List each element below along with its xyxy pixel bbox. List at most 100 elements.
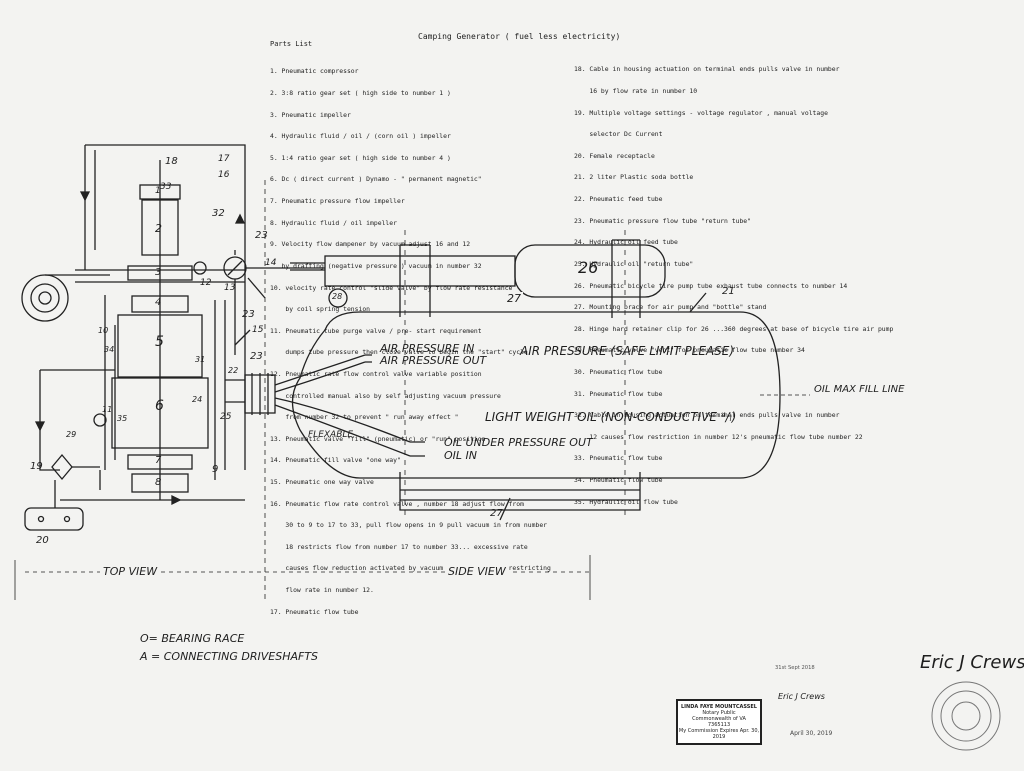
list-item: 2. 3:8 ratio gear set ( high side to num…	[270, 89, 451, 98]
part-number-16: 16	[218, 170, 230, 180]
label-flexable: FLEXABLE	[308, 430, 354, 440]
list-item: flow rate in number 12.	[270, 586, 374, 595]
label-side-view: SIDE VIEW	[445, 565, 509, 578]
label-air-pressure-out: AIR PRESSURE OUT	[380, 354, 487, 367]
part-number-2: 2	[155, 222, 162, 235]
part-number-23b: 23	[242, 309, 255, 320]
part-number-17: 17	[218, 154, 230, 164]
part-number-21: 21	[722, 286, 735, 297]
list-item: 12. Pneumatic rate flow control valve va…	[270, 369, 482, 378]
list-item: 6. Dc ( direct current ) Dynamo - " perm…	[270, 175, 482, 184]
part-number-32: 32	[212, 208, 225, 219]
list-item: 20. Female receptacle	[574, 151, 655, 160]
label-light-oil: LIGHT WEIGHT OIL (NON-CONDUCTIVE ⁴/ₗ)	[485, 410, 737, 424]
label-max-fill: OIL MAX FILL LINE	[814, 384, 905, 395]
list-item: 23. Pneumatic pressure flow tube "return…	[574, 216, 751, 225]
notary-signer: Eric J Crews	[778, 692, 825, 701]
list-item: by drafting (negative pressure ) vacuum …	[270, 261, 482, 270]
part-number-29: 29	[66, 430, 77, 439]
part-number-34: 34	[104, 345, 115, 354]
legend-connecting-driveshafts: A = CONNECTING DRIVESHAFTS	[140, 650, 319, 663]
list-item: 29. Pneumatic valve "vent" for pneumatic…	[574, 346, 805, 355]
list-item: 3. Pneumatic impeller	[270, 110, 351, 119]
list-item: 16 by flow rate in number 10	[574, 87, 698, 96]
parts-list-title: Parts List	[270, 40, 313, 48]
label-air-pressure-in: AIR PRESSURE IN	[380, 342, 475, 355]
list-item: 13. Pneumatic valve "fill" (pneumatic) o…	[270, 434, 486, 443]
part-number-22: 22	[228, 366, 239, 375]
notary-title: Notary Public	[702, 710, 736, 716]
list-item: 21. 2 liter Plastic soda bottle	[574, 173, 694, 182]
notary-name: LINDA FAYE MOUNTCASSEL	[680, 704, 757, 710]
list-item: 17. Pneumatic flow tube	[270, 607, 359, 616]
list-item: 18 restricts flow from number 17 to numb…	[270, 542, 528, 551]
part-number-31: 31	[195, 355, 206, 364]
notary-state: Commonwealth of VA	[692, 716, 746, 722]
part-number-24: 24	[192, 395, 203, 404]
list-item: 35. Hydraulic oil flow tube	[574, 497, 678, 506]
list-item: 8. Hydraulic fluid / oil impeller	[270, 218, 397, 227]
corporate-seal	[931, 681, 1001, 751]
label-top-view: TOP VIEW	[100, 565, 161, 578]
list-item: 30. Pneumatic flow tube	[574, 367, 663, 376]
part-number-1: 1	[155, 186, 161, 196]
list-item: by coil spring tension	[270, 305, 371, 314]
list-item: 5. 1:4 ratio gear set ( high side to num…	[270, 153, 451, 162]
notary-date-day: 31st	[775, 665, 787, 671]
list-item: 33. Pneumatic flow tube	[574, 454, 663, 463]
part-number-35: 35	[117, 414, 128, 423]
list-item: 14. Pneumatic fill valve "one way"	[270, 456, 401, 465]
part-number-8: 8	[155, 477, 162, 488]
part-number-25: 25	[220, 412, 232, 422]
list-item: 1. Pneumatic compressor	[270, 67, 359, 76]
list-item: 19. Multiple voltage settings - voltage …	[574, 108, 828, 117]
part-number-23c: 23	[250, 351, 263, 362]
list-item: 25. Hydraulic oil "return tube"	[574, 259, 694, 268]
notary-date-year: 2018	[801, 665, 815, 671]
part-number-33: 33	[160, 182, 172, 192]
part-number-5: 5	[155, 334, 164, 350]
list-item: dumps tube pressure then close valve to …	[270, 348, 528, 357]
list-item: 7. Pneumatic pressure flow impeller	[270, 197, 405, 206]
list-item: 31. Pneumatic flow tube	[574, 389, 663, 398]
list-item: 24. Hydraulic oil feed tube	[574, 238, 678, 247]
parts-list-left: 1. Pneumatic compressor 2. 3:8 ratio gea…	[270, 54, 570, 623]
label-oil-under-pressure: OIL UNDER PRESSURE OUT	[444, 436, 593, 449]
list-item: 11. Pneumatic tube purge valve / pre- st…	[270, 326, 482, 335]
list-item: causes flow reduction activated by vacuu…	[270, 564, 551, 573]
list-item: 30 to 9 to 17 to 33, pull flow opens in …	[270, 521, 548, 530]
part-number-4: 4	[155, 297, 162, 308]
list-item: 4. Hydraulic fluid / oil / (corn oil ) i…	[270, 132, 451, 141]
list-item: 18. Cable in housing actuation on termin…	[574, 65, 840, 74]
part-number-10: 10	[98, 326, 109, 335]
list-item: 27. Mounting brace for air pump and "bot…	[574, 303, 767, 312]
part-number-12: 12	[200, 278, 212, 288]
list-item: selector Dc Current	[574, 130, 663, 139]
part-number-20: 20	[36, 535, 49, 546]
part-number-11: 11	[102, 405, 113, 414]
part-number-7: 7	[155, 455, 162, 466]
list-item: 10. velocity rate control "slide valve" …	[270, 283, 513, 292]
notary-reg: 7365113	[707, 722, 731, 728]
part-number-19: 19	[30, 461, 43, 472]
parts-list-right: 18. Cable in housing actuation on termin…	[574, 52, 894, 513]
page-title: Camping Generator ( fuel less electricit…	[418, 32, 621, 41]
list-item: controlled manual also by self adjusting…	[270, 391, 501, 400]
part-number-9: 9	[212, 464, 219, 475]
list-item: 32. Cable in housing actuation on termin…	[574, 411, 840, 420]
notary-date-month: Sept	[788, 665, 800, 671]
list-item: 28. Hinge hard retainer clip for 26 ...3…	[574, 324, 894, 333]
list-item: 9. Velocity flow dampener by vacuum adju…	[270, 240, 471, 249]
list-item: 15. Pneumatic one way valve	[270, 477, 374, 486]
legend-bearing-race: O= BEARING RACE	[140, 632, 245, 645]
part-number-18: 18	[165, 156, 178, 167]
part-number-13: 13	[224, 283, 236, 293]
part-number-14: 14	[265, 258, 277, 268]
list-item: 22. Pneumatic feed tube	[574, 195, 663, 204]
list-item: 34. Pneumatic flow tube	[574, 475, 663, 484]
part-number-28: 28	[332, 292, 343, 301]
part-number-23a: 23	[255, 230, 268, 241]
part-number-3: 3	[155, 267, 162, 278]
